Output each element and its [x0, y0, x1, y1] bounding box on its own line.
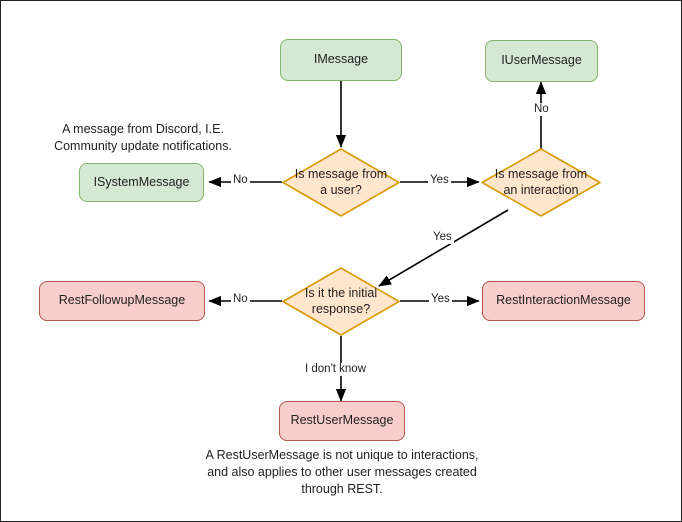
- node-restusermessage[interactable]: RestUserMessage: [279, 401, 405, 441]
- edge-label-interaction-yes: Yes: [431, 231, 454, 244]
- node-is-message-from-interaction[interactable]: Is message from an interaction: [480, 147, 602, 218]
- node-restfollowupmessage[interactable]: RestFollowupMessage: [39, 281, 205, 321]
- edge-label-user-yes: Yes: [428, 174, 451, 187]
- node-restinteractionmessage[interactable]: RestInteractionMessage: [482, 281, 645, 321]
- edge-label-interaction-no: No: [532, 103, 551, 116]
- diamond-shape: [282, 267, 400, 336]
- diamond-shape: [481, 148, 601, 217]
- node-isystemmessage-label: ISystemMessage: [93, 174, 190, 189]
- node-is-initial-response[interactable]: Is it the initial response?: [281, 266, 401, 337]
- node-iusermessage[interactable]: IUserMessage: [485, 40, 598, 82]
- edge-label-initial-yes: Yes: [429, 293, 452, 306]
- edge-label-user-no: No: [231, 174, 250, 187]
- node-imessage-label: IMessage: [313, 52, 369, 67]
- node-imessage[interactable]: IMessage: [280, 39, 402, 81]
- caption-rest-user-message: A RestUserMessage is not unique to inter…: [205, 448, 479, 496]
- edge-label-initial-no: No: [231, 293, 250, 306]
- caption-system-message: A message from Discord, I.E. Community u…: [54, 122, 232, 153]
- node-restusermessage-label: RestUserMessage: [290, 413, 394, 428]
- node-iusermessage-label: IUserMessage: [501, 53, 582, 68]
- node-restinteractionmessage-label: RestInteractionMessage: [496, 293, 631, 308]
- node-restfollowupmessage-label: RestFollowupMessage: [58, 293, 186, 308]
- edge-label-initial-unknown: I don't know: [303, 363, 369, 376]
- diamond-shape: [282, 148, 400, 217]
- node-isystemmessage[interactable]: ISystemMessage: [79, 163, 204, 202]
- node-is-message-from-user[interactable]: Is message from a user?: [281, 147, 401, 218]
